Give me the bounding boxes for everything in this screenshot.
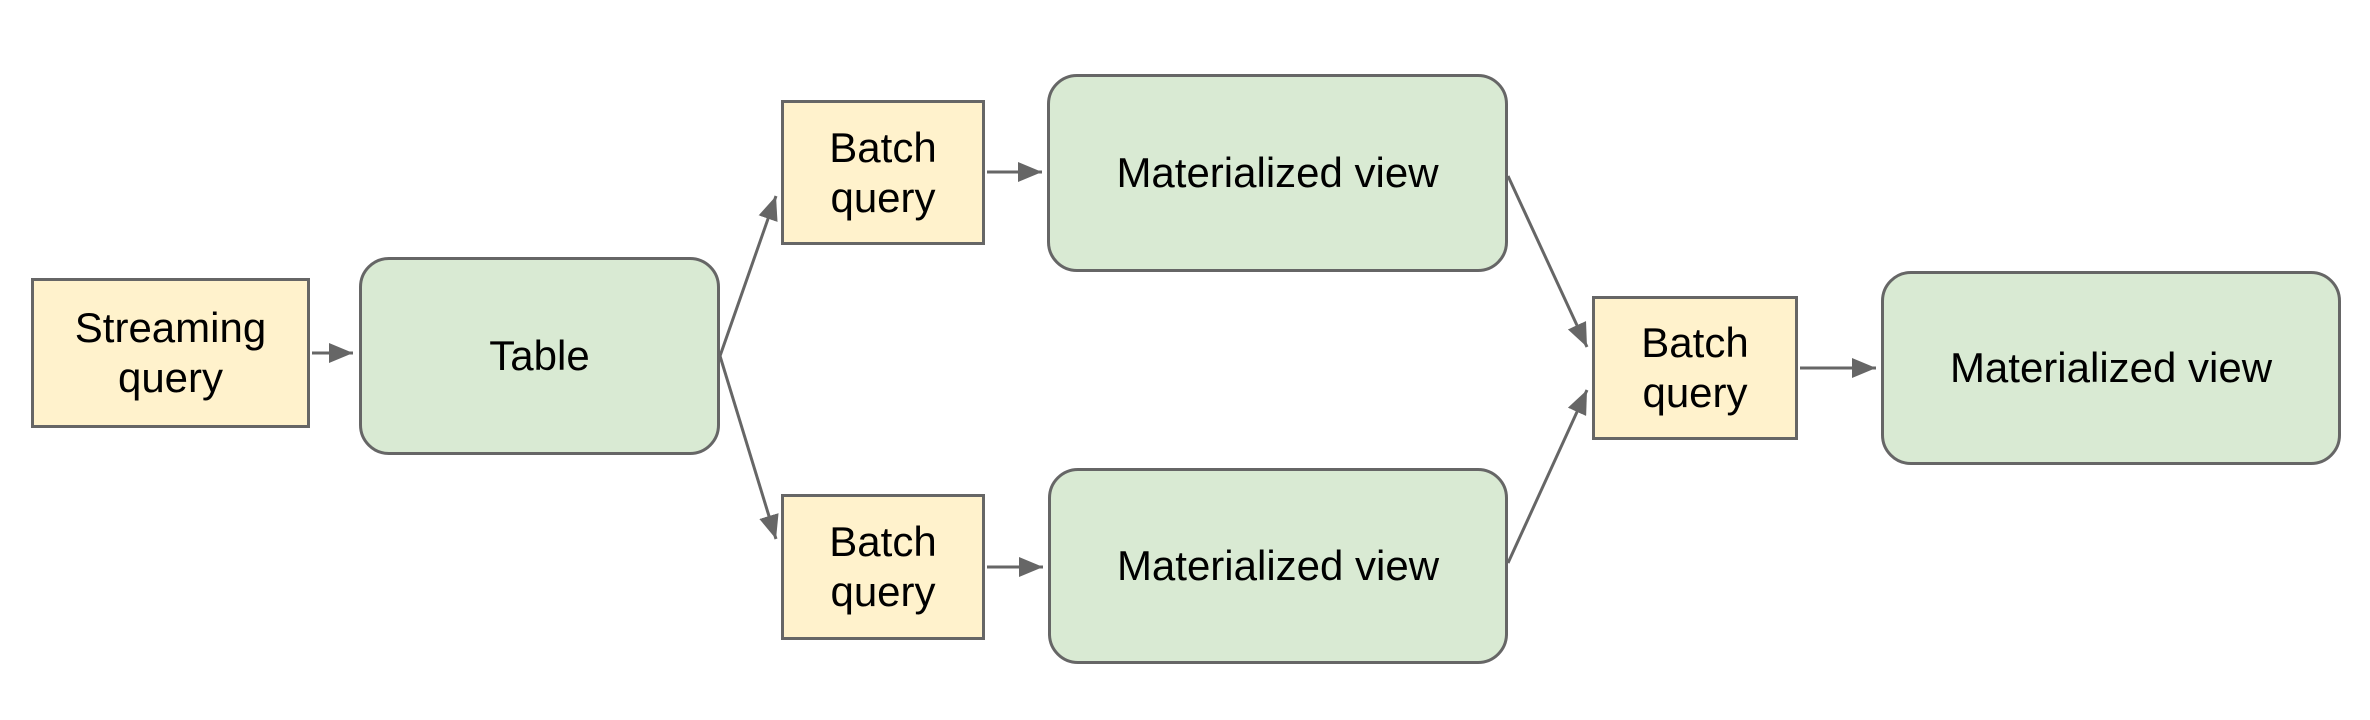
edge-mv-bottom-to-batch-query-right — [1506, 389, 1589, 564]
node-label: Batch query — [1641, 319, 1749, 416]
node-batch-query-bottom: Batch query — [781, 494, 985, 640]
node-label: Materialized view — [1116, 149, 1439, 197]
node-label: Table — [489, 332, 590, 380]
edge-table-to-batch-query-top — [718, 195, 778, 357]
node-label: Materialized view — [1116, 542, 1440, 590]
node-streaming-query: Streaming query — [31, 278, 310, 428]
node-materialized-view-bottom: Materialized view — [1048, 468, 1508, 664]
node-batch-query-right: Batch query — [1592, 296, 1798, 440]
edge-table-to-batch-query-bottom — [718, 355, 779, 540]
node-table: Table — [359, 257, 720, 455]
node-label: Streaming query — [74, 304, 267, 401]
node-label: Batch query — [829, 123, 937, 221]
node-materialized-view-top: Materialized view — [1047, 74, 1508, 272]
node-materialized-view-right: Materialized view — [1881, 271, 2341, 465]
node-batch-query-top: Batch query — [781, 100, 985, 245]
node-label: Batch query — [829, 518, 937, 615]
edge-mv-top-to-batch-query-right — [1506, 175, 1589, 348]
node-label: Materialized view — [1949, 344, 2273, 392]
